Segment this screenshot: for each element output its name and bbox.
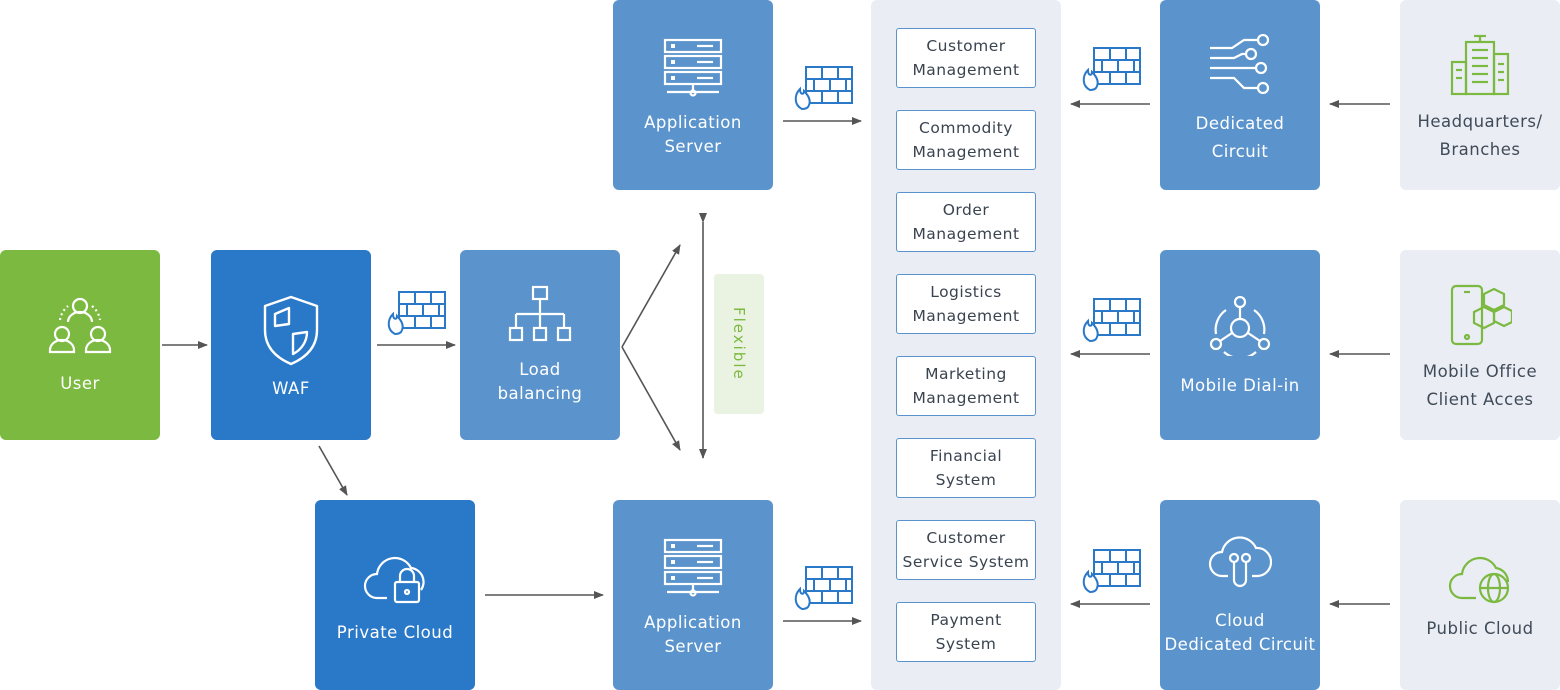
application-server-bottom-node: Application Server	[613, 500, 773, 690]
public-cloud-label: Public Cloud	[1426, 619, 1534, 638]
mobile-dial-in-label: Mobile Dial-in	[1180, 376, 1300, 395]
module-logistics-management: Logistics Management	[896, 274, 1036, 334]
arrow-lb-down	[621, 346, 681, 451]
firewall-icon	[1082, 549, 1141, 594]
building-icon	[1450, 34, 1510, 96]
application-server-top-node: Application Server	[613, 0, 773, 190]
arrow-waf-private-cloud	[318, 445, 348, 496]
application-server-top-label: Application Server	[644, 113, 742, 156]
mobile-office-label: Mobile Office Client Acces	[1422, 362, 1538, 409]
dedicated-circuit-label: Dedicated Circuit	[1195, 114, 1285, 161]
shield-icon	[263, 295, 319, 366]
hierarchy-icon	[508, 285, 572, 342]
mobile-cubes-icon	[1450, 284, 1512, 346]
private-cloud-node: Private Cloud	[315, 500, 475, 690]
mobile-office-node: Mobile Office Client Acces	[1400, 250, 1560, 440]
dedicated-circuit-node: Dedicated Circuit	[1160, 0, 1320, 190]
user-node: User	[0, 250, 160, 440]
arrow-lb-up	[621, 244, 681, 348]
user-label: User	[60, 374, 100, 393]
firewall-icon	[387, 291, 446, 336]
cloud-lock-icon	[363, 556, 425, 604]
cloud-circuit-icon	[1208, 536, 1272, 588]
firewall-icon	[794, 566, 853, 611]
firewall-icon	[794, 66, 853, 111]
flexible-label: Flexible	[730, 307, 748, 381]
module-commodity-management: Commodity Management	[896, 110, 1036, 170]
firewall-icon	[1082, 298, 1141, 343]
load-balancing-node: Load balancing	[460, 250, 620, 440]
load-balancing-label: Load balancing	[497, 360, 583, 403]
waf-node: WAF	[211, 250, 371, 440]
users-icon	[48, 297, 112, 354]
cloud-globe-icon	[1448, 556, 1510, 604]
private-cloud-label: Private Cloud	[336, 623, 454, 642]
mobile-dial-in-node: Mobile Dial-in	[1160, 250, 1320, 440]
firewall-icon	[1082, 47, 1141, 92]
module-payment-system: Payment System	[896, 602, 1036, 662]
module-financial-system: Financial System	[896, 438, 1036, 498]
module-order-management: Order Management	[896, 192, 1036, 252]
headquarters-node: Headquarters/ Branches	[1400, 0, 1560, 190]
circuit-icon	[1210, 34, 1270, 94]
headquarters-label: Headquarters/ Branches	[1417, 112, 1543, 159]
server-icon	[663, 38, 723, 97]
module-customer-service-system: Customer Service System	[896, 520, 1036, 580]
public-cloud-node: Public Cloud	[1400, 500, 1560, 690]
module-customer-management: Customer Management	[896, 28, 1036, 88]
cloud-dedicated-circuit-node: Cloud Dedicated Circuit	[1160, 500, 1320, 690]
server-icon	[663, 538, 723, 597]
module-marketing-management: Marketing Management	[896, 356, 1036, 416]
waf-label: WAF	[272, 379, 310, 398]
application-server-bottom-label: Application Server	[644, 613, 742, 656]
flexible-tag: Flexible	[714, 274, 764, 414]
network-hub-icon	[1209, 296, 1271, 356]
cloud-dedicated-circuit-label: Cloud Dedicated Circuit	[1164, 611, 1316, 654]
